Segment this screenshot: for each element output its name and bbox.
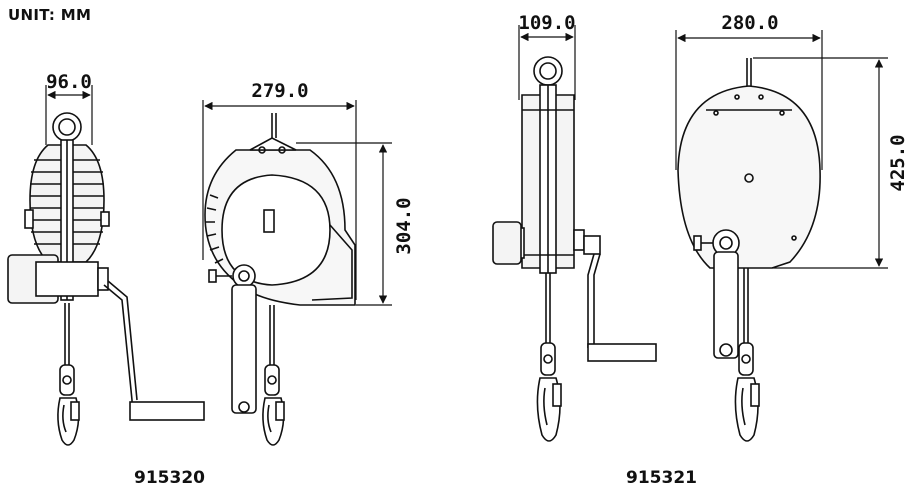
p2-front-width-label: 280.0 [721, 12, 778, 34]
p2-height-label: 425.0 [887, 134, 907, 191]
unit-label: UNIT: MM [8, 6, 92, 24]
model-label-915321: 915321 [626, 468, 697, 488]
p1-front-view [204, 113, 356, 446]
p2-side-dimension [518, 25, 576, 100]
p2-side-view [492, 56, 657, 442]
p1-side-dimension [45, 85, 93, 145]
p2-side-width-label: 109.0 [518, 12, 575, 34]
p1-height-dimension [296, 142, 392, 306]
p2-front-view [677, 58, 821, 442]
p2-height-dimension [753, 57, 888, 269]
p1-side-view [7, 112, 205, 446]
model-label-915320: 915320 [134, 468, 205, 488]
p1-front-width-label: 279.0 [251, 80, 308, 102]
p2-front-width-dimension [675, 30, 823, 170]
p1-height-label: 304.0 [393, 197, 415, 254]
p1-side-width-label: 96.0 [46, 71, 92, 93]
p1-front-width-dimension [202, 100, 357, 300]
